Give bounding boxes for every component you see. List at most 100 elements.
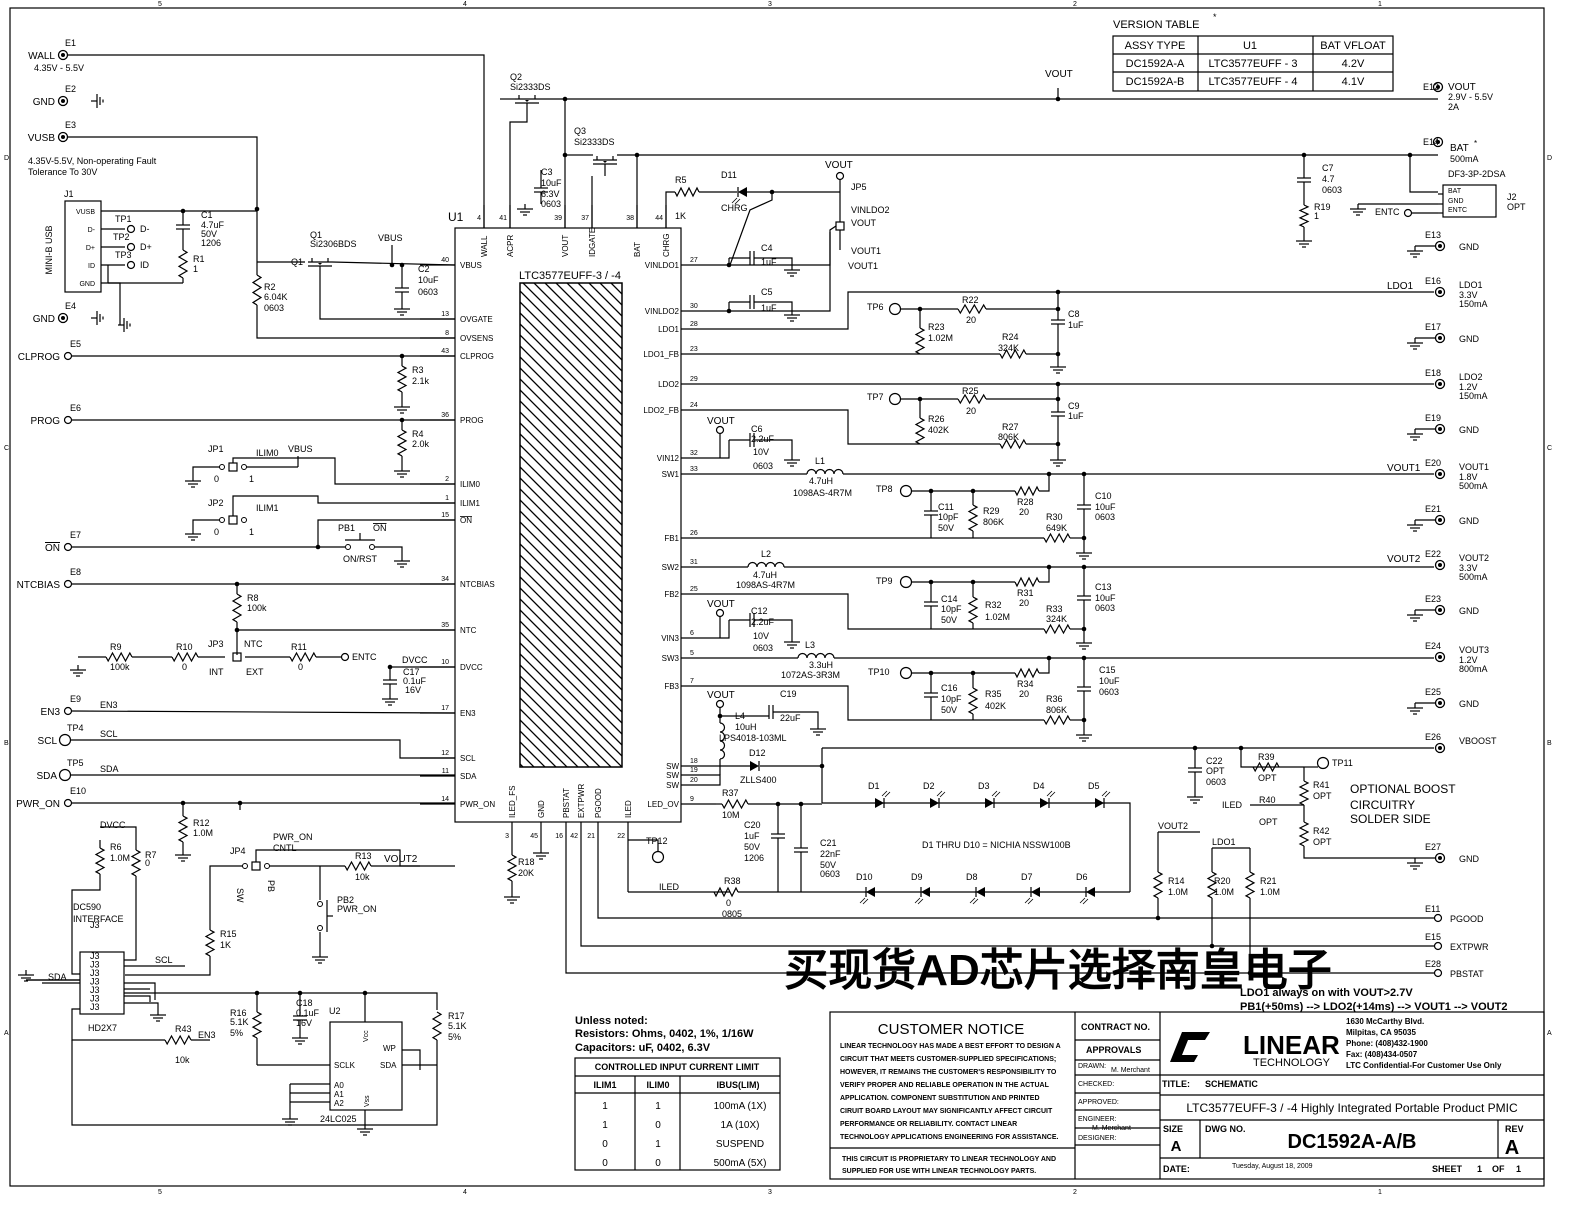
pin-number: 12	[441, 750, 449, 757]
hatch	[520, 283, 622, 767]
terminal-post[interactable]	[126, 224, 136, 234]
wire	[317, 519, 455, 547]
resistor-symbol	[94, 847, 106, 875]
label: A0	[334, 1081, 344, 1090]
resistor-symbol	[396, 365, 408, 393]
label: TP9	[876, 576, 893, 586]
label: SOLDER SIDE	[1350, 812, 1431, 826]
pin-name: CHRG	[662, 233, 671, 257]
terminal-post[interactable]	[1403, 208, 1413, 218]
label: 6.04K	[264, 292, 288, 302]
label: 1	[602, 1101, 608, 1112]
pin-name: SW	[666, 771, 679, 780]
junction-dot	[234, 627, 240, 633]
resistor-symbol	[1298, 204, 1310, 228]
label: VOUT	[851, 218, 877, 228]
label: E15	[1425, 932, 1441, 942]
pin-number: 35	[441, 622, 449, 629]
label: R34	[1017, 679, 1034, 689]
test-point[interactable]	[899, 666, 913, 680]
pin-number: 3	[505, 833, 509, 840]
label: 1072AS-3R3M	[781, 670, 840, 680]
label: R35	[985, 689, 1002, 699]
pin-number: 17	[441, 705, 449, 712]
label: 1.02M	[928, 333, 953, 343]
terminal-post[interactable]	[340, 652, 350, 662]
label: E25	[1425, 687, 1441, 697]
label: 0	[298, 662, 303, 672]
test-point[interactable]	[651, 850, 665, 864]
drawing-number: DC1592A-A/B	[1288, 1131, 1417, 1153]
wire	[68, 136, 258, 209]
terminal-post[interactable]	[63, 706, 73, 716]
terminal-post[interactable]	[835, 171, 845, 181]
label: ILIM0	[256, 448, 279, 458]
label: 50V	[938, 523, 954, 533]
pin-number: 41	[499, 215, 507, 222]
test-point[interactable]	[899, 484, 913, 498]
test-point[interactable]	[888, 392, 902, 406]
zone-marker: C	[4, 445, 9, 452]
label: C14	[941, 594, 958, 604]
label: R19	[1314, 202, 1331, 212]
terminal-post-center	[1438, 608, 1442, 612]
test-point[interactable]	[888, 302, 902, 316]
terminal-post[interactable]	[63, 351, 73, 361]
jumper-jp5[interactable]	[835, 221, 845, 231]
label: 10pF	[941, 694, 962, 704]
jumper-jp4[interactable]	[251, 861, 261, 871]
label: PB	[266, 880, 276, 892]
terminal-post[interactable]	[126, 242, 136, 252]
junction-dot	[180, 208, 186, 214]
terminal-post[interactable]	[715, 699, 725, 709]
label: Milpitas, CA 95035	[1346, 1028, 1417, 1037]
label: R7	[145, 850, 157, 860]
label: GND	[1459, 425, 1480, 435]
jumper[interactable]	[228, 515, 238, 525]
terminal-post[interactable]	[63, 415, 73, 425]
terminal-post[interactable]	[715, 425, 725, 435]
terminal-post[interactable]	[1433, 941, 1443, 951]
label: 0603	[753, 643, 773, 653]
terminal-post[interactable]	[1433, 968, 1443, 978]
label: 10pF	[941, 604, 962, 614]
label: OF	[1492, 1164, 1505, 1174]
terminal-ref: E6	[70, 403, 81, 413]
label: ENTC	[352, 652, 377, 662]
wire	[822, 802, 1131, 892]
pin-number: 11	[442, 768, 449, 775]
label: OPTIONAL BOOST	[1350, 782, 1456, 796]
label: 1	[249, 527, 254, 537]
label: J2	[1507, 192, 1517, 202]
terminal-post[interactable]	[126, 260, 136, 270]
test-point[interactable]	[58, 733, 72, 747]
label: ILED	[659, 882, 680, 892]
label: C1	[201, 210, 213, 220]
pin-number: 34	[441, 576, 449, 583]
label: 20K	[518, 868, 534, 878]
test-point[interactable]	[58, 768, 72, 782]
label: 4.7uH	[809, 476, 833, 486]
terminal-post[interactable]	[63, 798, 73, 808]
wire	[1027, 898, 1034, 905]
test-point[interactable]	[1316, 756, 1330, 770]
resistor-symbol	[1043, 532, 1071, 544]
terminal-post[interactable]	[715, 608, 725, 618]
test-point[interactable]	[899, 575, 913, 589]
jumper-jp3[interactable]	[232, 652, 242, 662]
jumper[interactable]	[228, 462, 238, 472]
resistor-symbol	[967, 504, 979, 532]
led-refdes: D4	[1033, 781, 1045, 791]
label: J3	[90, 994, 100, 1004]
label: 1uF	[1068, 411, 1084, 421]
label: 22nF	[820, 849, 841, 859]
label: TP10	[868, 667, 890, 677]
junction-dot	[726, 308, 732, 314]
label: JP1	[208, 444, 224, 454]
label: 4.7	[1322, 174, 1335, 184]
terminal-post[interactable]	[63, 579, 73, 589]
version-table-cell: DC1592A-A	[1126, 58, 1185, 70]
terminal-post[interactable]	[63, 542, 73, 552]
label: 1uF	[1068, 320, 1084, 330]
terminal-post[interactable]	[1433, 913, 1443, 923]
